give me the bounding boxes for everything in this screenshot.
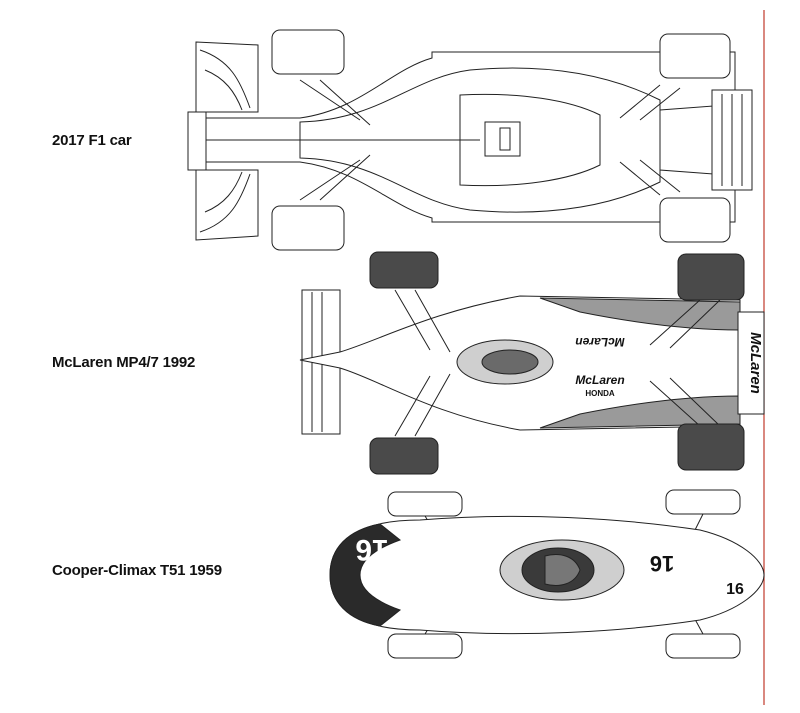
cooper-race-number-nose: 16 bbox=[726, 581, 744, 598]
car-mclaren-mp4-7: McLaren McLaren HONDA McLaren bbox=[299, 251, 765, 475]
mclaren-rear-left-tyre bbox=[369, 251, 439, 289]
f1-2017-front-left-tyre bbox=[659, 33, 731, 79]
cooper-rear-left-tyre bbox=[387, 491, 463, 517]
label-cooper-climax-t51: Cooper-Climax T51 1959 bbox=[52, 562, 222, 579]
cooper-rear-right-tyre bbox=[387, 633, 463, 659]
mclaren-rear-right-tyre bbox=[369, 437, 439, 475]
mclaren-logo-front-wing: McLaren bbox=[747, 332, 764, 394]
cooper-race-number-side: 16 bbox=[650, 551, 674, 576]
label-2017-f1-car: 2017 F1 car bbox=[52, 132, 132, 149]
car-cooper-climax-t51: 16 16 16 bbox=[329, 489, 765, 659]
f1-2017-rear-wing bbox=[187, 41, 259, 241]
cooper-front-left-tyre bbox=[665, 489, 741, 515]
label-mclaren-mp4-7: McLaren MP4/7 1992 bbox=[52, 354, 196, 371]
car-2017-f1 bbox=[187, 29, 753, 251]
cooper-race-number-tail: 16 bbox=[355, 533, 388, 566]
mclaren-front-left-tyre bbox=[677, 253, 745, 301]
cooper-front-right-tyre bbox=[665, 633, 741, 659]
mclaren-logo-sidepod: McLaren bbox=[575, 373, 624, 387]
f1-2017-rear-left-tyre bbox=[271, 29, 345, 75]
mclaren-logo-sidepod-top: McLaren bbox=[575, 335, 624, 349]
f1-2017-rear-right-tyre bbox=[271, 205, 345, 251]
mclaren-front-right-tyre bbox=[677, 423, 745, 471]
mclaren-front-wing bbox=[737, 311, 765, 415]
f1-2017-front-right-tyre bbox=[659, 197, 731, 243]
mclaren-honda-text: HONDA bbox=[585, 389, 615, 398]
